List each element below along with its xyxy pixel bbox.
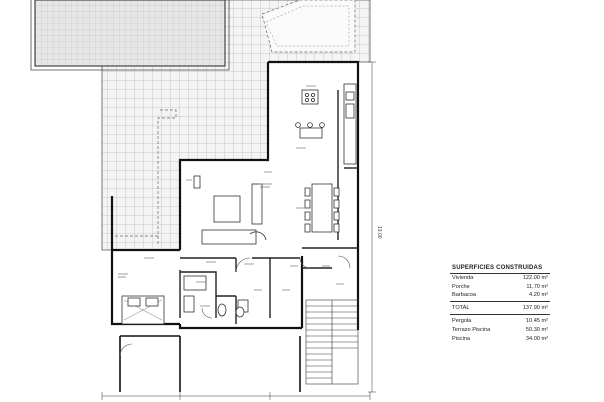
surface-area-table: SUPERFICIES CONSTRUIDAS Vivienda 122.00 … [450, 264, 550, 343]
lower-walls [119, 335, 301, 392]
dining-table [304, 183, 340, 233]
total-value: 137.90 m² [522, 304, 548, 311]
table-row: Porche 11.70 m² [450, 283, 550, 292]
living-room-furniture [193, 175, 267, 245]
room-annotations [118, 85, 344, 307]
extra-row: Pergola 10.45 m² [450, 317, 550, 326]
row-value: 11.70 m² [526, 283, 548, 290]
row-value: 50.30 m² [525, 326, 548, 333]
total-label: TOTAL [452, 304, 470, 311]
table-title: SUPERFICIES CONSTRUIDAS [450, 264, 550, 274]
row-value: 34.00 m² [525, 335, 548, 342]
staircase [305, 299, 359, 385]
row-value: 122.00 m² [522, 275, 548, 281]
row-label: Piscina [452, 335, 471, 342]
row-value: 4.20 m² [529, 292, 548, 299]
row-label: Pergola [452, 318, 472, 325]
row-value: 10.45 m² [525, 318, 548, 325]
table-row: Vivienda 122.00 m² [450, 274, 550, 283]
extra-row: Piscina 34.00 m² [450, 335, 550, 344]
row-label: Vivienda [452, 275, 474, 281]
pergola-zone [261, 0, 356, 53]
vertical-dimension-label: 13.00 [376, 226, 382, 239]
dimension-lines [101, 61, 376, 400]
divider [450, 314, 550, 316]
table-row: Barbacoa 4.20 m² [450, 291, 550, 300]
kitchen [295, 83, 357, 165]
swimming-pool [30, 0, 230, 71]
porch-outline [112, 109, 177, 246]
row-label: Barbacoa [452, 292, 476, 299]
door-swings [119, 255, 351, 357]
bedroom-furniture [121, 295, 165, 325]
extra-row: Terrazo Piscina 50.30 m² [450, 326, 550, 335]
divider [450, 300, 550, 302]
bathroom-fixtures [183, 275, 249, 318]
row-label: Porche [452, 283, 470, 290]
row-label: Terrazo Piscina [452, 326, 491, 333]
total-row: TOTAL 137.90 m² [450, 302, 550, 315]
